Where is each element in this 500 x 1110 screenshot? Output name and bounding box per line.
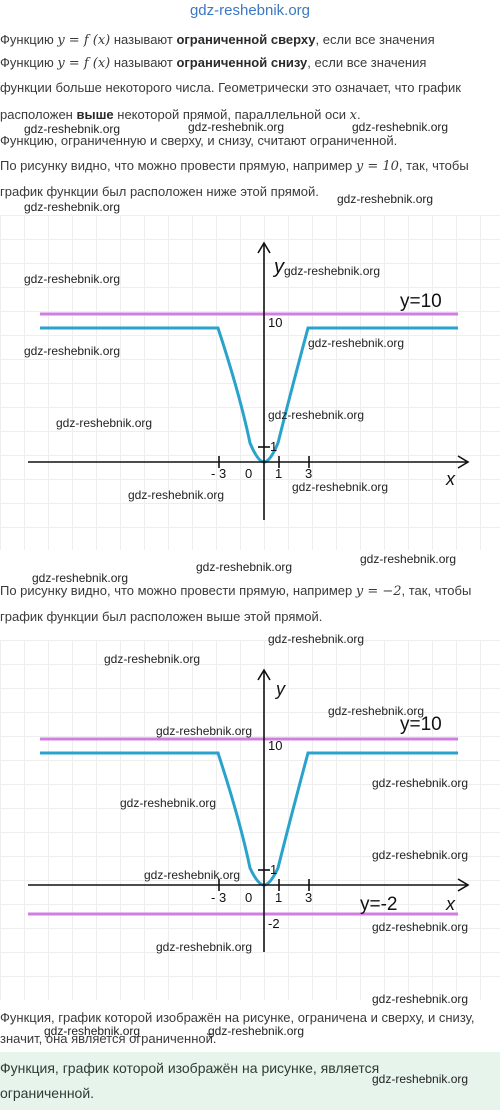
- watermark: gdz-reshebnik.org: [24, 272, 121, 286]
- tick-x-1-label: 1: [275, 890, 282, 905]
- tick-y-1-label: 1: [270, 862, 277, 877]
- low-line-label: y=-2: [360, 894, 398, 915]
- watermark: gdz-reshebnik.org: [24, 122, 121, 136]
- x-axis-arrow: [457, 455, 470, 469]
- watermark: gdz-reshebnik.org: [268, 632, 365, 646]
- tick-y-1-label: 1: [270, 439, 277, 454]
- y-axis-arrow: [257, 241, 271, 254]
- watermark: gdz-reshebnik.org: [104, 652, 201, 666]
- watermark: gdz-reshebnik.org: [372, 1072, 469, 1086]
- watermark: gdz-reshebnik.org: [56, 416, 153, 430]
- site-title[interactable]: gdz-reshebnik.org: [189, 2, 311, 19]
- explanation-upper-2: график функции был расположен ниже этой …: [0, 184, 319, 199]
- tick-x-neg3-label: - 3: [211, 466, 226, 481]
- summary-text: Функция, график которой изображён на рис…: [0, 1010, 475, 1025]
- watermark: gdz-reshebnik.org: [196, 560, 293, 574]
- watermark: gdz-reshebnik.org: [32, 571, 129, 585]
- bound-line-label: y=10: [400, 291, 442, 312]
- graph-upper-bound: y x y=10 10 1 - 3 0 1 3: [0, 215, 500, 550]
- y-axis-label: y: [274, 679, 286, 699]
- graph-upper-bound-svg: y x y=10 10 1 - 3 0 1 3: [28, 241, 470, 520]
- conclusion-box: Функция, график которой изображён на рис…: [0, 1052, 500, 1110]
- watermark: gdz-reshebnik.org: [328, 704, 425, 718]
- watermark: gdz-reshebnik.org: [156, 724, 253, 738]
- bound-line-label: y=10: [400, 714, 442, 735]
- definition-text: функции больше некоторого числа. Геометр…: [0, 80, 461, 95]
- watermark: gdz-reshebnik.org: [372, 848, 469, 862]
- tick-x-0-label: 0: [245, 890, 252, 905]
- watermark: gdz-reshebnik.org: [144, 868, 241, 882]
- definition-upper-bound: Функцию y = f (x) называют ограниченной …: [0, 32, 435, 48]
- function-curve: [40, 751, 458, 887]
- watermark: gdz-reshebnik.org: [372, 992, 469, 1006]
- tick-x-3-label: 3: [305, 466, 312, 481]
- watermark: gdz-reshebnik.org: [337, 192, 434, 206]
- watermark: gdz-reshebnik.org: [24, 200, 121, 214]
- explanation-upper: По рисунку видно, что можно провести пря…: [0, 158, 469, 174]
- watermark: gdz-reshebnik.org: [120, 796, 217, 810]
- watermark: gdz-reshebnik.org: [208, 1024, 305, 1038]
- y-axis-label: y: [272, 256, 285, 278]
- graph-bounded-svg: y x y=10 y=-2 10 1 -2 - 3 0 1 3: [28, 668, 470, 952]
- watermark: gdz-reshebnik.org: [284, 264, 381, 278]
- x-axis-label: x: [445, 894, 456, 914]
- definition-bounded: Функцию, ограниченную и сверху, и снизу,…: [0, 133, 398, 148]
- tick-x-neg3-label: - 3: [211, 890, 226, 905]
- watermark: gdz-reshebnik.org: [372, 920, 469, 934]
- tick-x-3-label: 3: [305, 890, 312, 905]
- definition-lower-bound: Функцию y = f (x) называют ограниченной …: [0, 55, 427, 71]
- tick-y-10-label: 10: [268, 315, 282, 330]
- summary-text-2: значит, она является ограниченной.: [0, 1031, 217, 1046]
- watermark: gdz-reshebnik.org: [372, 776, 469, 790]
- graph-bounded: y x y=10 y=-2 10 1 -2 - 3 0 1 3: [0, 640, 500, 1000]
- tick-y-neg2-label: -2: [268, 916, 280, 931]
- watermark: gdz-reshebnik.org: [128, 488, 225, 502]
- watermark: gdz-reshebnik.org: [352, 120, 449, 134]
- x-axis-arrow: [457, 878, 470, 892]
- watermark: gdz-reshebnik.org: [44, 1024, 141, 1038]
- watermark: gdz-reshebnik.org: [292, 480, 389, 494]
- explanation-lower: По рисунку видно, что можно провести пря…: [0, 583, 472, 599]
- y-axis-arrow: [257, 668, 271, 681]
- watermark: gdz-reshebnik.org: [268, 408, 365, 422]
- conclusion-text-2: ограниченной.: [0, 1085, 95, 1101]
- watermark: gdz-reshebnik.org: [24, 344, 121, 358]
- watermark: gdz-reshebnik.org: [156, 940, 253, 954]
- tick-x-1-label: 1: [275, 466, 282, 481]
- tick-x-0-label: 0: [245, 466, 252, 481]
- definition-text-2: расположен выше некоторой прямой, паралл…: [0, 107, 361, 123]
- x-axis-label: x: [445, 469, 456, 489]
- watermark: gdz-reshebnik.org: [360, 552, 457, 566]
- conclusion-text: Функция, график которой изображён на рис…: [0, 1060, 380, 1076]
- watermark: gdz-reshebnik.org: [308, 336, 405, 350]
- tick-y-10-label: 10: [268, 738, 282, 753]
- watermark: gdz-reshebnik.org: [188, 120, 285, 134]
- explanation-lower-2: график функции был расположен выше этой …: [0, 609, 323, 624]
